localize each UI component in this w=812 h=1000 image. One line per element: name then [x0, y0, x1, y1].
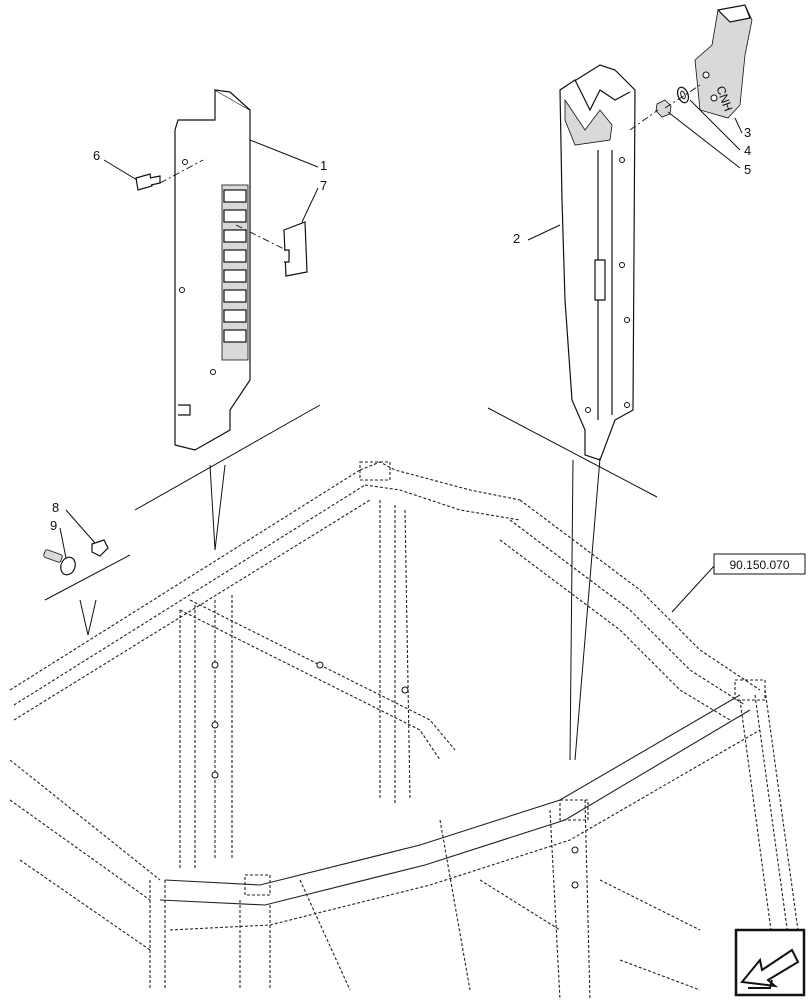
screw: [43, 549, 76, 576]
push-clip: [135, 173, 161, 191]
cab-frame: [9, 461, 801, 1000]
callout-5: 5: [744, 162, 751, 177]
assembly-centerlines: [159, 84, 701, 253]
cap: [91, 539, 109, 557]
callout-1: 1: [320, 158, 327, 173]
left-pillar-trim-panel: [174, 88, 251, 451]
callout-3: 3: [744, 125, 751, 140]
small-cover-plate: [283, 221, 308, 277]
callout-9: 9: [50, 518, 57, 533]
callout-4: 4: [744, 143, 751, 158]
reference-box-label[interactable]: 90.150.070: [729, 558, 789, 572]
nut: [655, 99, 672, 118]
vent-slots: [223, 189, 247, 343]
arrow-down-left-icon[interactable]: [734, 928, 806, 997]
callout-8: 8: [52, 500, 59, 515]
grab-handle-cover: CNH: [694, 4, 753, 119]
right-pillar-trim: [559, 64, 636, 461]
callout-2: 2: [513, 231, 520, 246]
callout-labels: 1 2 3 4 5 6 7 8 9: [50, 125, 751, 533]
reference-box[interactable]: 90.150.070: [713, 553, 806, 575]
explosion-guides: [44, 404, 658, 761]
callout-leaders: [59, 99, 743, 613]
washer: [676, 86, 690, 104]
callout-7: 7: [320, 178, 327, 193]
callout-6: 6: [93, 148, 100, 163]
